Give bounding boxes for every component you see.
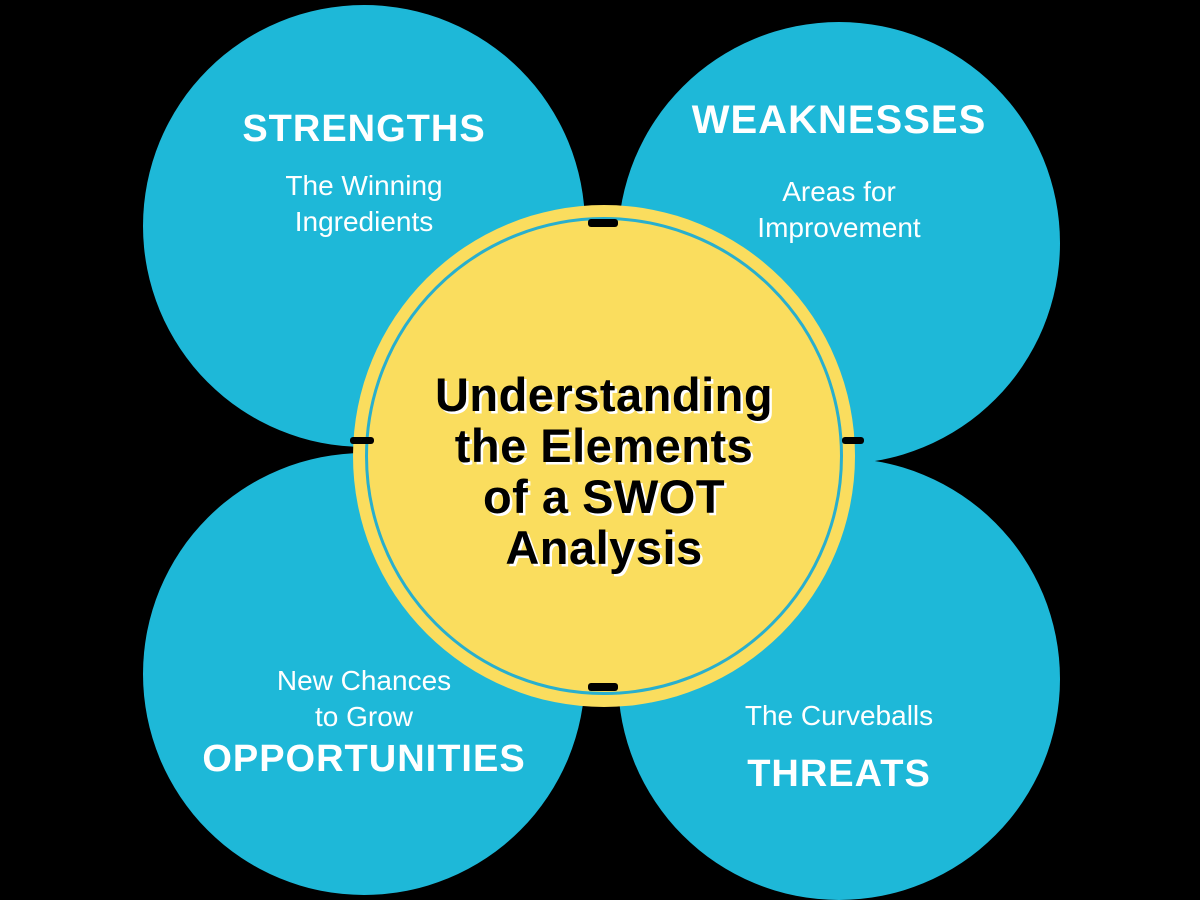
right-dash-mark [842, 437, 864, 444]
opportunities-heading: OPPORTUNITIES [202, 738, 526, 780]
top-dash-mark [588, 219, 618, 227]
center-ring [365, 217, 843, 695]
diagram-title-line-4: Analysis [505, 521, 703, 575]
weaknesses-heading: WEAKNESSES [691, 98, 987, 142]
strengths-subtitle: The Winning Ingredients [285, 170, 443, 237]
opportunities-subtitle: New Chances to Grow [276, 665, 452, 732]
bottom-dash-mark [588, 683, 618, 691]
diagram-title-line-2: the Elements [454, 418, 754, 472]
weaknesses-subtitle: Areas for Improvement [757, 176, 921, 243]
threats-subtitle: The Curveballs [744, 700, 934, 731]
diagram-title-line-1: Understanding [434, 367, 774, 421]
center-circle: Understanding the Elements of a SWOT Ana… [353, 205, 855, 707]
threats-heading: THREATS [747, 753, 931, 795]
diagram-title-line-3: of a SWOT [482, 470, 726, 523]
diagram-title: Understanding the Elements of a SWOT Ana… [434, 367, 774, 575]
strengths-heading: STRENGTHS [242, 108, 486, 150]
left-dash-mark [350, 437, 374, 444]
